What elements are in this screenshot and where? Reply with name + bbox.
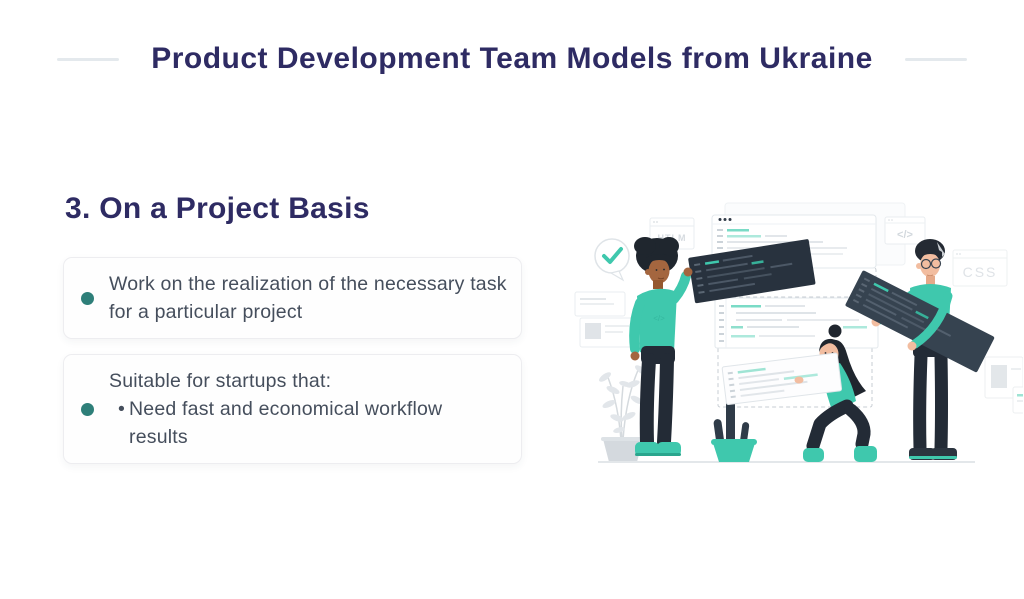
code-tag-window: </> (884, 216, 926, 245)
left-developer: </> (629, 237, 691, 456)
check-bubble (594, 238, 630, 282)
middle-developer-hand (794, 376, 804, 384)
left-developer-hand (683, 267, 693, 277)
bullet-card-1: Work on the realization of the necessary… (63, 257, 522, 339)
team-illustration: HTLM </> CSS (574, 202, 1023, 463)
title-right-dash (904, 57, 967, 61)
sub-bullet-glyph: • (118, 398, 126, 420)
light-code-panel (721, 352, 843, 405)
card-2-intro: Suitable for startups that: (109, 370, 332, 392)
bullet-card-2: Suitable for startups that: • Need fast … (63, 354, 522, 464)
css-window: CSS (952, 249, 1008, 287)
side-card-right (984, 356, 1023, 414)
code-panel-dark-right (845, 270, 995, 373)
shirt-print-label: </> (653, 314, 665, 323)
bullet-dot-icon (81, 291, 94, 305)
code-panel-dark-left (688, 239, 816, 304)
side-card-left (574, 291, 637, 348)
title-left-dash (57, 57, 120, 61)
check-icon (602, 247, 623, 264)
right-developer-hand (907, 341, 917, 351)
header: Product Development Team Models from Ukr… (0, 40, 1024, 78)
code-tag-label: </> (897, 229, 913, 241)
dashed-placeholder-2 (717, 344, 873, 408)
right-developer-arm (910, 291, 953, 349)
card-1-text: Work on the realization of the necessary… (109, 273, 507, 323)
window-dots-icon (718, 218, 732, 221)
section-heading: 3. On a Project Basis (65, 192, 370, 225)
card-2-sub-item: • Need fast and economical workflow resu… (109, 395, 474, 451)
card-2-sub-text: Need fast and economical workflow result… (129, 398, 443, 448)
bullet-dot-icon (81, 402, 94, 416)
page-title: Product Development Team Models from Ukr… (151, 42, 873, 75)
cactus-pot (711, 400, 757, 462)
css-label: CSS (963, 264, 998, 280)
plant (599, 365, 647, 462)
